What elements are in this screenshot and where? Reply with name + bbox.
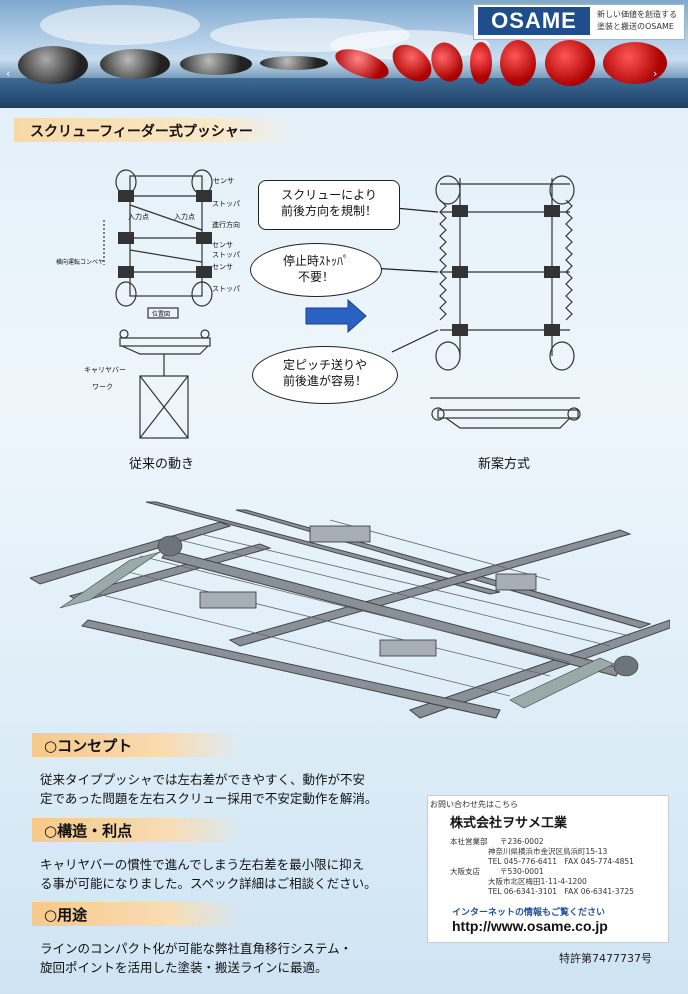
hq-phone: TEL 045-776-6411 FAX 045-774-4851 (488, 857, 634, 866)
bubble-2-line-2: 不要！ (297, 270, 334, 284)
osaka-phone: TEL 06-6341-3101 FAX 06-6341-3725 (488, 887, 634, 896)
tagline-2: 塗装と搬送のOSAME (597, 22, 674, 31)
osaka-label: 大阪支店 (450, 867, 480, 876)
structure-text: キャリヤバーの慣性で進んでしまう左右差を最小限に抑え る事が可能になりました。ス… (40, 855, 377, 893)
callout-bubble-2: 停止時ｽﾄｯﾊﾟ 不要！ (250, 243, 382, 297)
chevron-right-icon: › (653, 67, 658, 80)
usage-text: ラインのコンパクト化が可能な弊社直角移行システム・ 旋回ポイントを活用した塗装・… (40, 939, 352, 977)
chevron-left-icon: ‹ (6, 67, 11, 80)
red-ellipse (545, 40, 595, 86)
red-ellipse (500, 40, 536, 86)
bubble-1-line-1: スクリューにより (281, 188, 377, 202)
bubble-1-line-2: 前後方向を規制！ (280, 204, 377, 218)
machine-rendering (30, 501, 670, 719)
sea-strip (0, 78, 688, 108)
section-structure-heading: ○構造・利点 (32, 818, 242, 842)
red-ellipse (470, 42, 492, 84)
contact-box: お問い合わせ先はこちら 株式会社ヲサメ工業 本社営業部 〒236-0002 神奈… (427, 795, 669, 943)
text-line: 従来タイププッシャでは左右差ができやすく、動作が不安 (40, 772, 366, 787)
inquiry-label: お問い合わせ先はこちら (430, 800, 518, 809)
gray-ellipse (260, 56, 328, 70)
old-frame (129, 175, 203, 297)
label-input-point: 入力点 (128, 213, 149, 221)
bubble-2-line-1: 停止時ｽﾄｯﾊﾟ (282, 254, 349, 268)
osaka-address: 大阪市北区梅田1-11-4-1200 (488, 877, 587, 886)
patent-number: 特許第7477737号 (559, 952, 652, 965)
label-carrier-bar: キャリヤバー (84, 366, 126, 374)
website-link[interactable]: http://www.osame.co.jp (452, 918, 608, 934)
callout-bubble-1: スクリューにより 前後方向を規制！ (258, 180, 400, 230)
label-sensor: センサ (212, 241, 233, 249)
gray-ellipse (100, 49, 170, 79)
text-line: 定であった問題を左右スクリュー採用で不安定動作を解消。 (40, 791, 378, 806)
red-ellipse (603, 42, 667, 84)
web-note: インターネットの情報もご覧ください (452, 908, 606, 918)
cloud-shape (40, 5, 200, 45)
company-logo: OSAME (478, 7, 590, 35)
osaka-zip: 〒530-0001 (500, 867, 544, 876)
hq-zip: 〒236-0002 (500, 837, 544, 846)
hq-address: 神奈川県横浜市金沢区鳥浜町15-13 (488, 847, 608, 856)
section-usage-heading: ○用途 (32, 902, 242, 926)
title-band: スクリューフィーダー式プッシャー (14, 118, 298, 142)
section-concept-heading: ○コンセプト (32, 733, 242, 757)
label-direction: 進行方向 (212, 221, 240, 229)
section-heading: ○用途 (44, 906, 88, 924)
label-sensor: センサ (213, 177, 234, 185)
text-line: ラインのコンパクト化が可能な弊社直角移行システム・ (40, 941, 353, 956)
bubble-3-line-2: 前後進が容易！ (282, 374, 367, 388)
section-heading: ○コンセプト (44, 737, 133, 755)
label-input-point: 入力点 (174, 213, 195, 221)
page-title: スクリューフィーダー式プッシャー (30, 124, 253, 140)
company-name: 株式会社ヲサメ工業 (450, 816, 568, 831)
hq-label: 本社営業部 (450, 837, 488, 846)
label-conveyor: 横向運転コンベヤ (56, 259, 105, 266)
label-stopper: ストッパ (212, 200, 240, 208)
caption-conventional: 従来の動き (129, 457, 195, 472)
comparison-diagram (103, 169, 581, 439)
concept-text: 従来タイププッシャでは左右差ができやすく、動作が不安 定であった問題を左右スクリ… (40, 770, 377, 808)
label-stopper: ストッパ (212, 285, 240, 293)
bubble-3-line-1: 定ピッチ送りや (282, 358, 367, 372)
label-caption-box: 位置図 (152, 311, 171, 318)
tagline-1: 新しい価値を創造する (597, 10, 677, 19)
section-heading: ○構造・利点 (44, 822, 133, 840)
label-stopper: ストッパ (212, 251, 240, 259)
caption-new-method: 新案方式 (478, 457, 531, 472)
gray-ellipse (18, 46, 88, 84)
text-line: 旋回ポイントを活用した塗装・搬送ラインに最適。 (40, 960, 328, 975)
label-work: ワーク (92, 383, 113, 391)
text-line: る事が可能になりました。スペック詳細はご相談ください。 (40, 876, 377, 891)
text-line: キャリヤバーの慣性で進んでしまう左右差を最小限に抑え (40, 857, 365, 872)
callout-bubble-3: 定ピッチ送りや 前後進が容易！ (252, 346, 398, 404)
label-sensor: センサ (212, 263, 233, 271)
gray-ellipse (180, 53, 252, 75)
